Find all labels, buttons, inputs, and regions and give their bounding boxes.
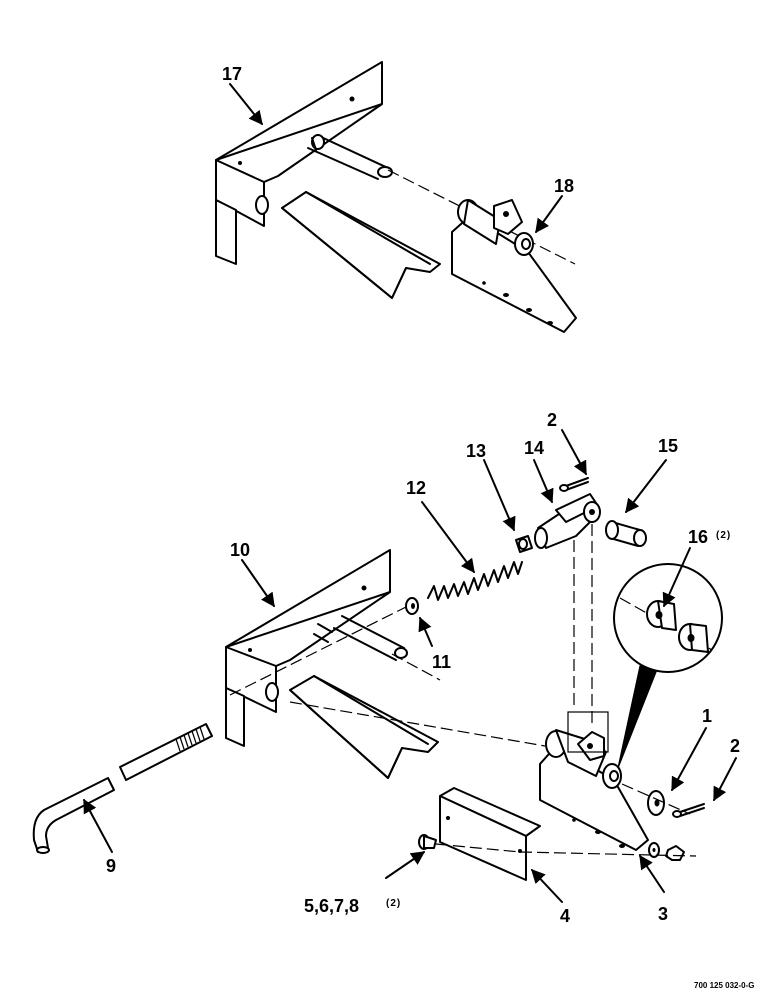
label-18: 18 bbox=[554, 176, 574, 196]
label-10: 10 bbox=[230, 540, 250, 560]
spring-12 bbox=[427, 561, 523, 601]
washer-11 bbox=[405, 597, 419, 615]
bracket-10 bbox=[225, 549, 439, 779]
detail-bushings-16 bbox=[613, 563, 723, 769]
top-assembly bbox=[215, 61, 577, 333]
label-15: 15 bbox=[658, 436, 678, 456]
nut-washer-hardware bbox=[519, 842, 697, 861]
cotter-pin-2-bottom bbox=[672, 803, 705, 818]
label-13: 13 bbox=[466, 441, 486, 461]
label-16-qty: (2) bbox=[716, 530, 731, 541]
label-16: 16 bbox=[688, 527, 708, 547]
nut-13 bbox=[515, 535, 533, 553]
label-14: 14 bbox=[524, 438, 544, 458]
label-12: 12 bbox=[406, 478, 426, 498]
cotter-pin-2-top bbox=[559, 477, 589, 492]
hinge-plate bbox=[539, 711, 649, 851]
plate-4 bbox=[439, 787, 541, 881]
hinge-plate-18 bbox=[451, 199, 577, 333]
bracket-17 bbox=[215, 61, 441, 299]
drawing-code: 700 125 032-0-G bbox=[694, 981, 755, 990]
label-17: 17 bbox=[222, 64, 242, 84]
label-4: 4 bbox=[560, 906, 570, 926]
clevis-14 bbox=[534, 493, 601, 549]
screw-5-6-7-8 bbox=[418, 834, 521, 853]
label-3: 3 bbox=[658, 904, 668, 924]
label-2-top: 2 bbox=[547, 410, 557, 430]
label-1: 1 bbox=[702, 706, 712, 726]
label-2-bottom: 2 bbox=[730, 736, 740, 756]
washer-1 bbox=[621, 783, 691, 816]
bottom-assembly bbox=[32, 429, 737, 903]
label-5-6-7-8: 5,6,7,8 bbox=[304, 896, 359, 916]
pin-15 bbox=[605, 520, 647, 547]
label-9: 9 bbox=[106, 856, 116, 876]
label-11: 11 bbox=[432, 652, 451, 672]
label-5-6-7-8-qty: (2) bbox=[386, 898, 401, 909]
rod-9 bbox=[32, 723, 213, 854]
callout-labels: 17 18 2 14 15 13 12 16 (2) 10 11 1 2 9 5… bbox=[106, 64, 755, 990]
